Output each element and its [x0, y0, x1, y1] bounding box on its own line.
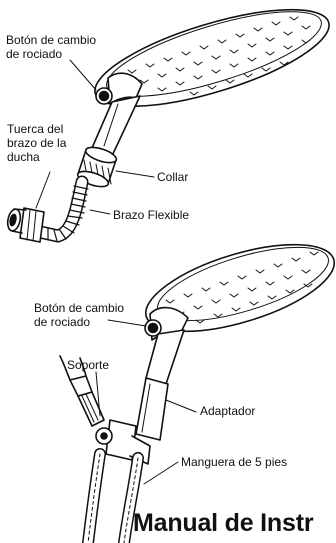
bottom-spray-button-center: [149, 324, 158, 333]
label-collar: Collar: [157, 170, 188, 184]
leader-flexible-arm: [90, 210, 110, 214]
top-handle-body: [92, 96, 140, 156]
bottom-showerhead: [60, 227, 336, 543]
label-hose: Manguera de 5 pies: [181, 455, 287, 469]
leader-adapter: [166, 400, 196, 412]
manual-title: Manual de Instr: [133, 508, 313, 538]
top-spray-button-center: [100, 92, 109, 101]
bottom-hose: [88, 454, 138, 543]
top-arm-nut: [6, 208, 44, 242]
label-arm-nut: Tuerca del brazo de la ducha: [7, 122, 66, 164]
leader-arm-nut: [36, 172, 50, 208]
leader-spray-button-top: [70, 60, 96, 90]
leader-hose: [144, 462, 178, 484]
bottom-adapter: [136, 378, 168, 440]
label-adapter: Adaptador: [200, 404, 255, 418]
label-bracket: Soporte: [67, 358, 109, 372]
label-flexible-arm: Brazo Flexible: [113, 208, 189, 222]
label-spray-button-top: Botón de cambio de rociado: [6, 33, 96, 61]
label-spray-button-bottom: Botón de cambio de rociado: [34, 301, 124, 329]
leader-collar: [116, 171, 154, 177]
